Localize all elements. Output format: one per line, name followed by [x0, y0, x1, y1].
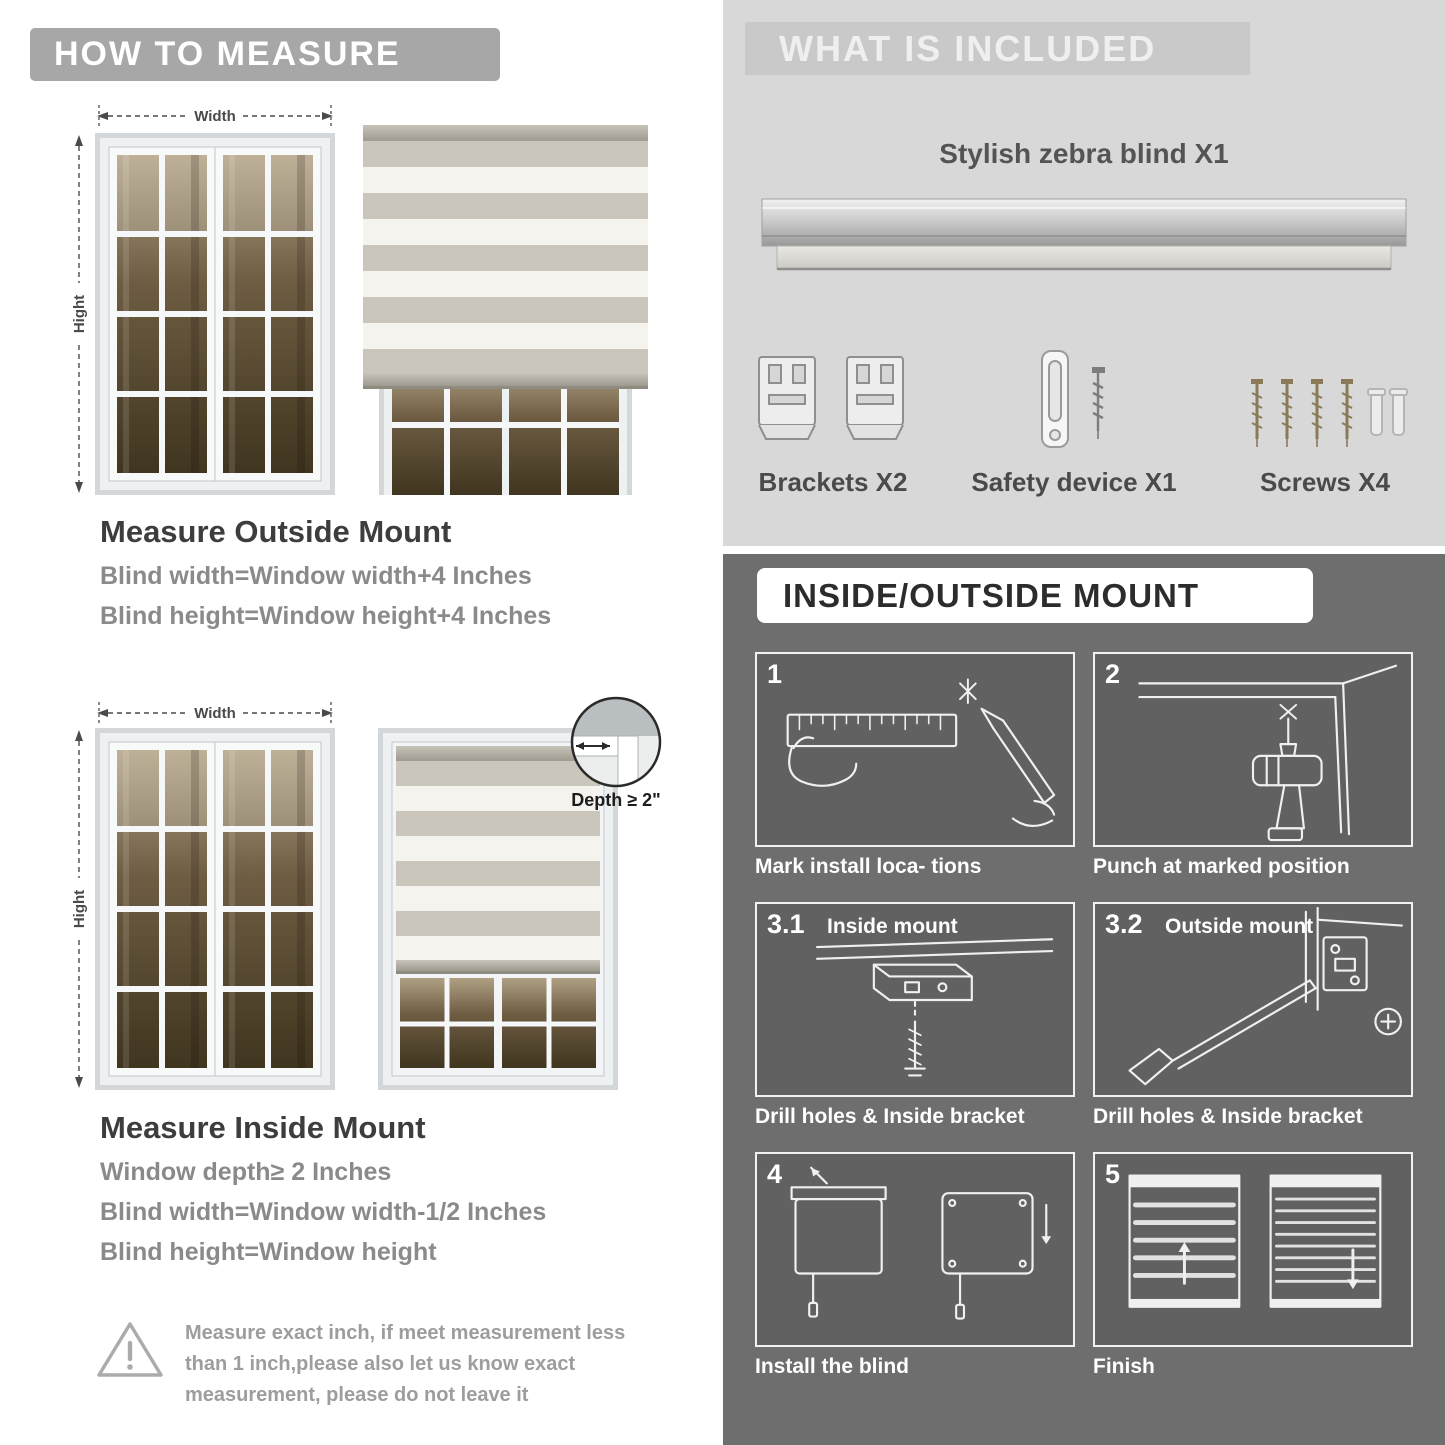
window-illustration-inside	[95, 728, 335, 1090]
step-number: 4	[767, 1159, 783, 1189]
step-4: 4	[755, 1152, 1075, 1379]
zebra-blind-illustration-inside	[378, 728, 618, 1090]
step-box: 3.2 Outside mount	[1093, 902, 1413, 1097]
product-label: Stylish zebra blind X1	[939, 138, 1229, 169]
height-annotation-outside: Hight	[71, 135, 88, 493]
step-number: 3.2	[1105, 909, 1143, 939]
step-2: 2	[1093, 652, 1413, 879]
what-is-included-title: WHAT IS INCLUDED	[779, 27, 1157, 69]
inside-outside-mount-title: INSIDE/OUTSIDE MOUNT	[783, 576, 1200, 614]
step-caption: Install the blind	[755, 1355, 910, 1378]
step-3-2: 3.2 Outside mount	[1093, 902, 1413, 1129]
inside-height-formula: Blind height=Window height	[100, 1238, 437, 1266]
item-label: Safety device X1	[971, 467, 1177, 497]
step-illustration-finish	[1128, 1174, 1382, 1308]
inside-depth-rule: Window depth≥ 2 Inches	[100, 1158, 392, 1186]
step-title: Outside mount	[1165, 915, 1314, 938]
outside-width-formula: Blind width=Window width+4 Inches	[100, 562, 532, 590]
step-illustration-mark-location	[786, 678, 1056, 827]
zebra-blind-headrail-illustration	[761, 198, 1407, 271]
how-to-measure-banner: HOW TO MEASURE	[30, 28, 500, 81]
step-title: Inside mount	[827, 915, 958, 938]
what-is-included-panel: WHAT IS INCLUDED Stylish zebra blind X1	[723, 0, 1445, 546]
step-number: 3.1	[767, 909, 805, 939]
height-annotation-inside: Hight	[71, 730, 88, 1088]
included-item-brackets: Brackets X2	[753, 322, 913, 498]
step-caption: Mark install loca- tions	[755, 855, 982, 878]
step-number: 5	[1105, 1159, 1121, 1189]
item-label: Screws X4	[1259, 467, 1391, 497]
step-box: 5	[1093, 1152, 1413, 1347]
step-5: 5	[1093, 1152, 1413, 1379]
mount-steps-grid: 1	[755, 652, 1413, 1379]
measurement-note-text: Measure exact inch, if meet measurement …	[185, 1322, 626, 1406]
safety-device-icon	[1004, 329, 1144, 457]
included-item-safety-device: Safety device X1	[971, 322, 1177, 498]
step-3-1: 3.1 Inside mount	[755, 902, 1075, 1129]
step-caption: Drill holes & Inside bracket	[1093, 1105, 1363, 1128]
width-annotation-inside: Width	[97, 702, 333, 724]
measure-outside-title: Measure Outside Mount	[100, 514, 452, 549]
warning-triangle-icon	[97, 1322, 163, 1377]
height-label: Hight	[71, 890, 88, 928]
step-caption: Punch at marked position	[1093, 855, 1350, 878]
measure-inside-title: Measure Inside Mount	[100, 1110, 426, 1145]
screws-icon	[1235, 329, 1415, 457]
window-illustration-outside	[95, 133, 335, 495]
width-label: Width	[194, 705, 236, 722]
step-caption: Drill holes & Inside bracket	[755, 1105, 1025, 1128]
step-illustration-inside-bracket	[815, 938, 1054, 1077]
height-label: Hight	[71, 295, 88, 333]
how-to-measure-title: HOW TO MEASURE	[54, 35, 401, 73]
included-items: Brackets X2	[753, 322, 1415, 498]
outside-height-formula: Blind height=Window height+4 Inches	[100, 602, 552, 630]
depth-magnifier-icon	[570, 696, 662, 788]
width-annotation-outside: Width	[97, 105, 333, 127]
inside-outside-mount-banner: INSIDE/OUTSIDE MOUNT	[757, 568, 1313, 623]
brackets-icon	[753, 329, 913, 457]
included-item-screws: Screws X4	[1235, 322, 1415, 498]
zebra-blind-illustration-outside	[363, 125, 648, 495]
measurement-note: Measure exact inch, if meet measurement …	[95, 1318, 640, 1411]
width-label: Width	[194, 108, 236, 125]
inside-width-formula: Blind width=Window width-1/2 Inches	[100, 1198, 547, 1226]
step-1: 1	[755, 652, 1075, 879]
step-illustration-drill-hole	[1138, 664, 1398, 842]
step-box: 3.1 Inside mount	[755, 902, 1075, 1097]
what-is-included-banner: WHAT IS INCLUDED	[745, 22, 1250, 75]
step-box: 4	[755, 1152, 1075, 1347]
step-box: 2	[1093, 652, 1413, 847]
mount-guide-panel: INSIDE/OUTSIDE MOUNT 1	[723, 554, 1445, 1445]
step-caption: Finish	[1093, 1355, 1155, 1378]
step-box: 1	[755, 652, 1075, 847]
step-illustration-outside-bracket	[1128, 906, 1403, 1086]
step-number: 1	[767, 659, 783, 689]
item-label: Brackets X2	[758, 467, 908, 497]
step-number: 2	[1105, 659, 1121, 689]
depth-label: Depth ≥ 2"	[571, 790, 661, 810]
step-illustration-install-blind	[790, 1166, 1052, 1320]
